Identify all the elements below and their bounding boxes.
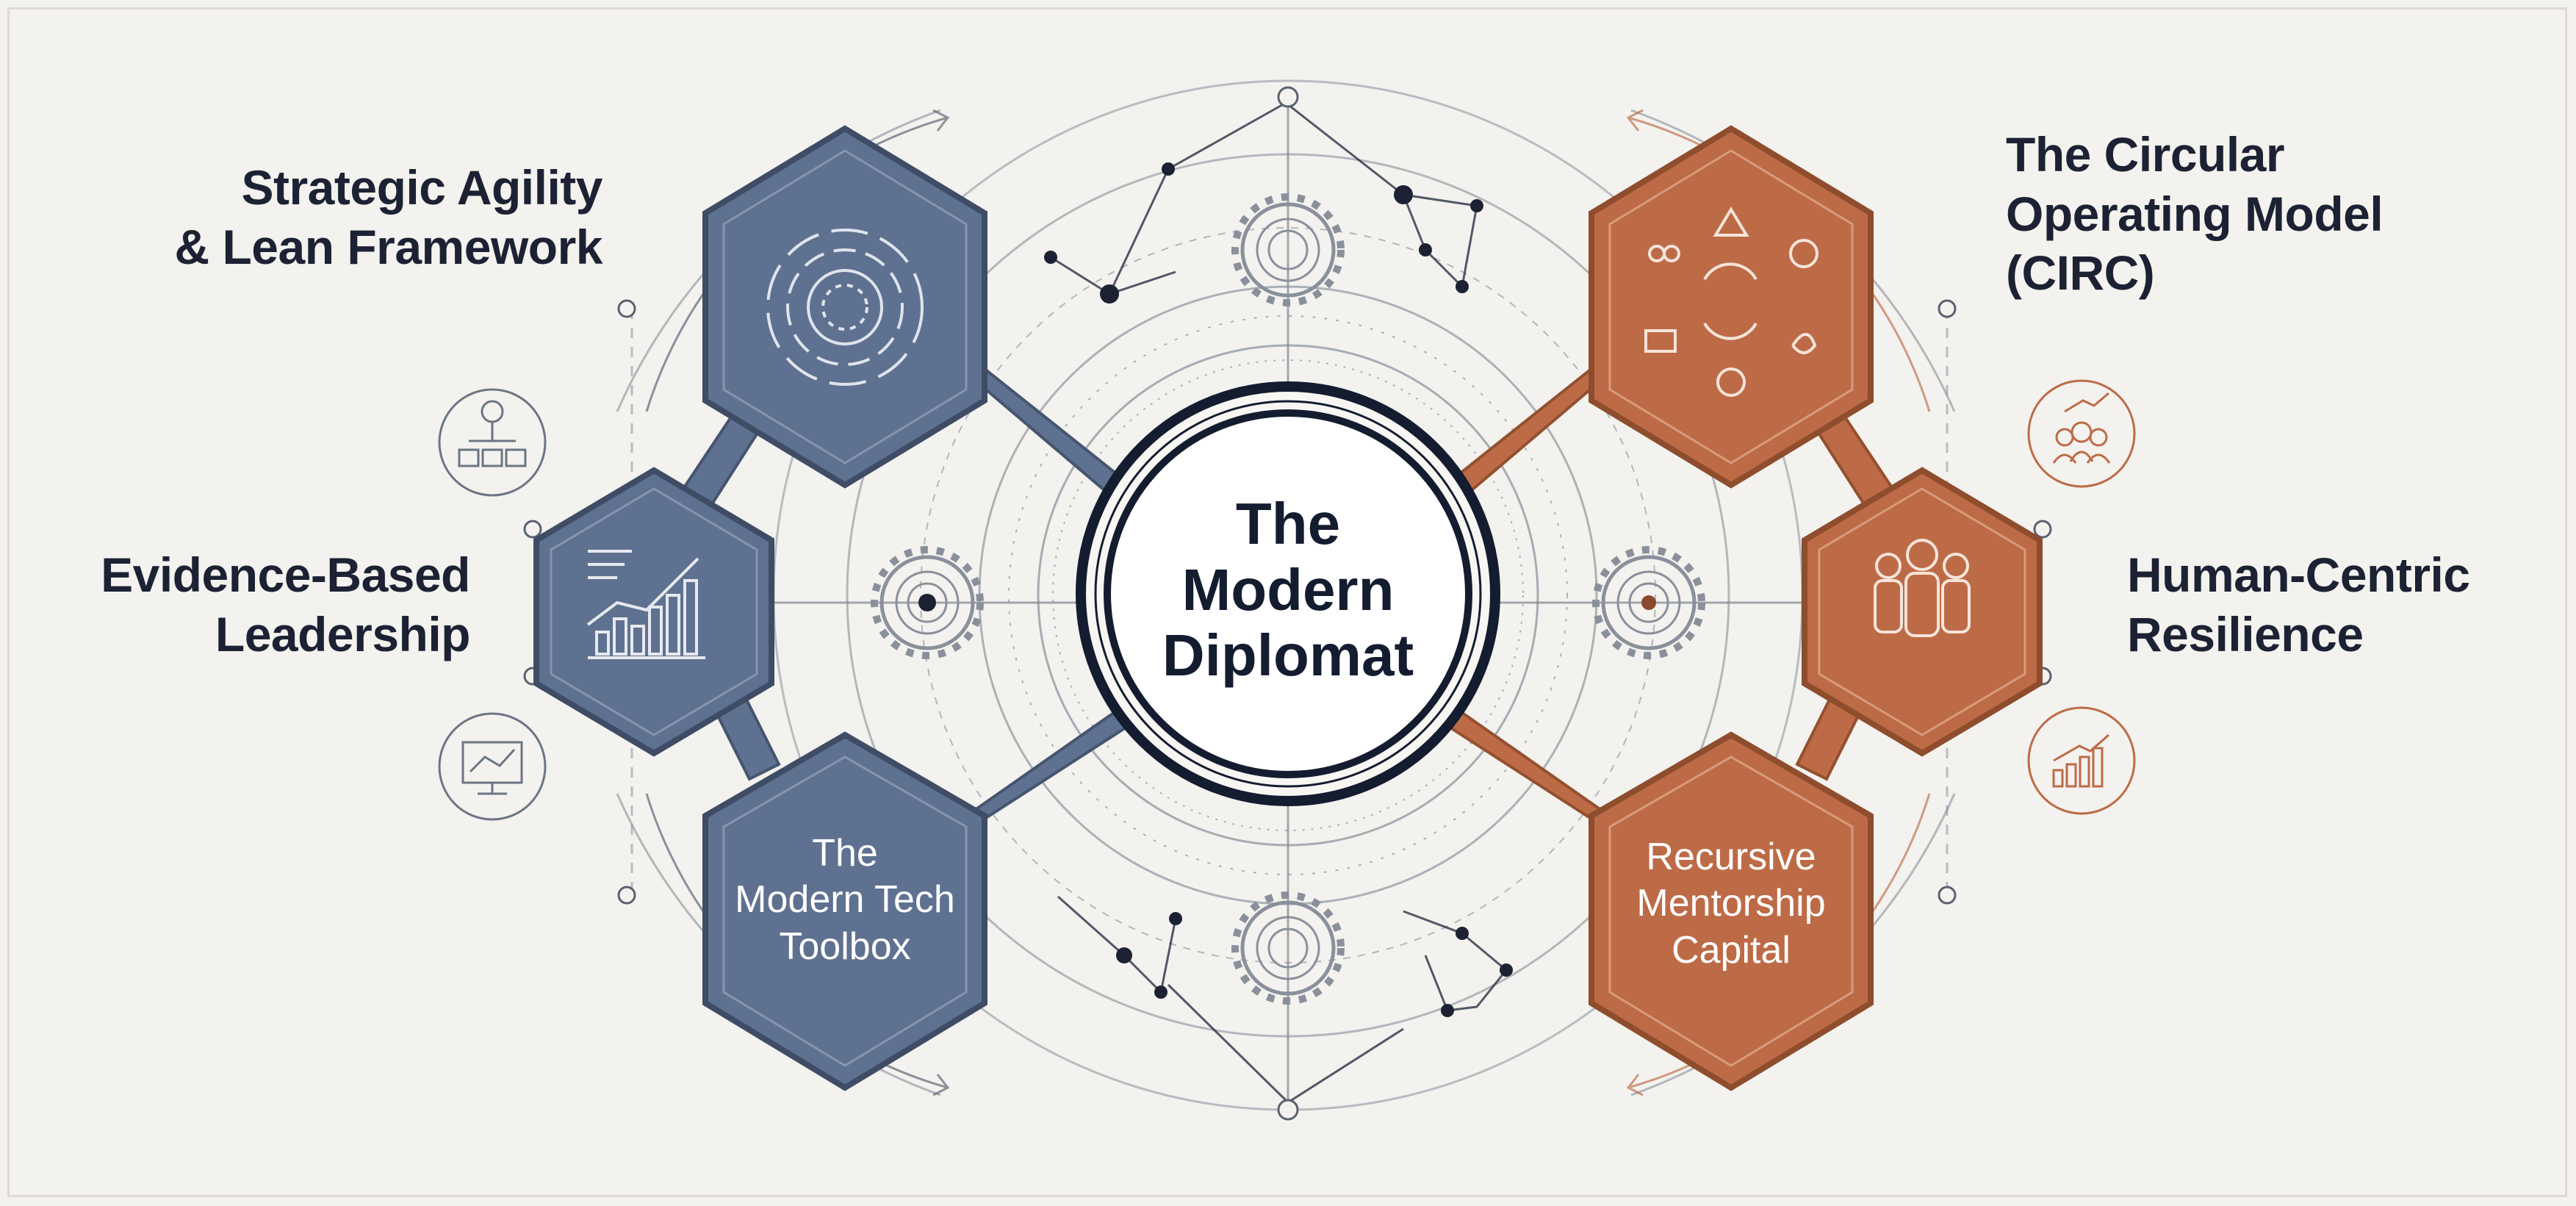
people-icon [1874,539,1971,637]
team-growth-icon [2027,379,2136,488]
org-chart-icon [438,388,547,497]
gear-icon [871,193,1705,1005]
label-tech-toolbox: The Modern Tech Toolbox [735,832,955,968]
hex-evidence-based [533,467,774,757]
label-strategic-agility: Strategic Agility & Lean Framework [174,160,602,274]
cycle-icon [1644,207,1818,397]
bar-chart-icon [586,550,705,659]
center-title-line: Modern [1181,556,1395,622]
hex-mentorship [1589,731,1874,1091]
center-title-line: Diplomat [1162,622,1414,689]
hex-strategic-agility [702,125,987,489]
network-nodes [1044,162,1513,1017]
monitor-chart-icon [438,712,547,821]
center-title-line: The [1235,491,1341,556]
label-mentorship: Recursive Mentorship Capital [1636,836,1826,972]
center-hub [1076,381,1500,806]
center-title: The Modern Diplomat [1104,491,1472,689]
label-human-centric: Human-Centric Resilience [2127,548,2470,661]
label-evidence-based: Evidence-Based Leadership [101,548,470,661]
hex-tech-toolbox [702,731,987,1091]
hex-human-centric [1802,467,2043,757]
hex-circular-model [1589,125,1874,489]
target-icon [766,229,924,386]
growth-chart-icon [2027,706,2136,815]
label-circular-model: The Circular Operating Model (CIRC) [2006,127,2383,301]
